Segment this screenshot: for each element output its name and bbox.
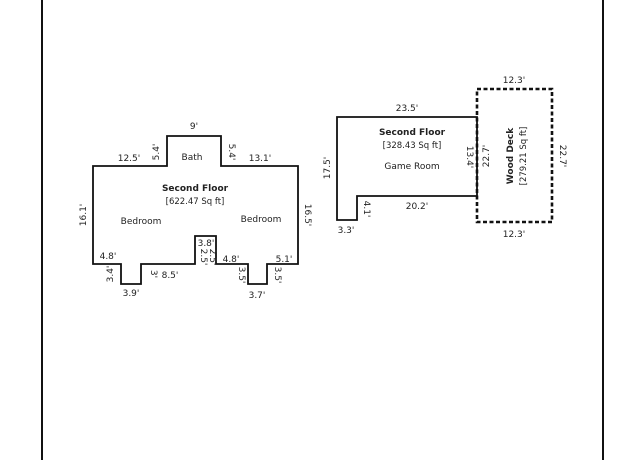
- right-floor-plan: Second Floor [328.43 Sq ft] Game Room 23…: [323, 104, 478, 236]
- bath-label: Bath: [182, 153, 203, 163]
- dim-game-bottom: 20.2': [406, 202, 429, 212]
- dim-deck-bottom: 12.3': [503, 230, 526, 240]
- dim-right-bump-bottom: 3.7': [249, 291, 266, 301]
- dim-bottom-mid-right: 4.8': [223, 255, 240, 265]
- dim-bottom-middle: 8.5': [162, 271, 179, 281]
- wood-deck-plan: Wood Deck [279.21 Sq ft] 12.3' 12.3' 22.…: [475, 76, 567, 240]
- bedroom-left-label: Bedroom: [121, 217, 162, 227]
- dim-top-right: 13.1': [249, 154, 272, 164]
- dim-bath-right-side: 5.4': [226, 144, 236, 161]
- game-room-label: Game Room: [384, 162, 439, 172]
- right-plan-outline: [336, 116, 478, 221]
- deck-title: Wood Deck: [506, 127, 516, 184]
- right-plan-title: Second Floor: [379, 128, 446, 138]
- dim-deck-right: 22.7': [557, 145, 567, 168]
- dim-left-bump-left: 3.4': [106, 266, 116, 283]
- dim-game-top: 23.5': [396, 104, 419, 114]
- left-floor-plan: Bath Second Floor [622.47 Sq ft] Bedroom…: [79, 122, 312, 301]
- dim-deck-left-inner: 22.7': [482, 145, 492, 168]
- dim-center-notch-width: 3.8': [198, 239, 215, 249]
- dim-bath-width: 9': [190, 122, 198, 132]
- dim-bottom-left-corner: 4.8': [100, 252, 117, 262]
- dim-top-left: 12.5': [118, 154, 141, 164]
- dim-right-bump-left: 3.5': [236, 267, 246, 284]
- dim-right-side: 16.5': [302, 204, 312, 227]
- dim-game-notch-side: 4.1': [361, 201, 371, 218]
- dim-bath-left-side: 5.4': [152, 144, 162, 161]
- bedroom-right-label: Bedroom: [241, 215, 282, 225]
- left-plan-outline: [92, 135, 299, 285]
- deck-area: [279.21 Sq ft]: [519, 127, 529, 186]
- dim-left-bump-right: 3': [148, 270, 158, 278]
- dim-right-bump-right: 3.5': [272, 267, 282, 284]
- dim-bottom-right-corner: 5.1': [276, 255, 293, 265]
- dim-left-bump-bottom: 3.9': [123, 289, 140, 299]
- dim-deck-top: 12.3': [503, 76, 526, 86]
- dim-game-left: 17.5': [323, 157, 333, 180]
- dim-left-side: 16.1': [79, 204, 89, 227]
- dim-game-notch-bottom: 3.3': [338, 226, 355, 236]
- left-plan-area: [622.47 Sq ft]: [166, 197, 225, 207]
- dim-center-notch-right: 2.5': [207, 249, 217, 266]
- dim-game-right-inner: 13.4': [464, 146, 474, 169]
- left-plan-title: Second Floor: [162, 184, 229, 194]
- right-plan-area: [328.43 Sq ft]: [383, 141, 442, 151]
- dim-center-notch-left: 2.5': [198, 249, 208, 266]
